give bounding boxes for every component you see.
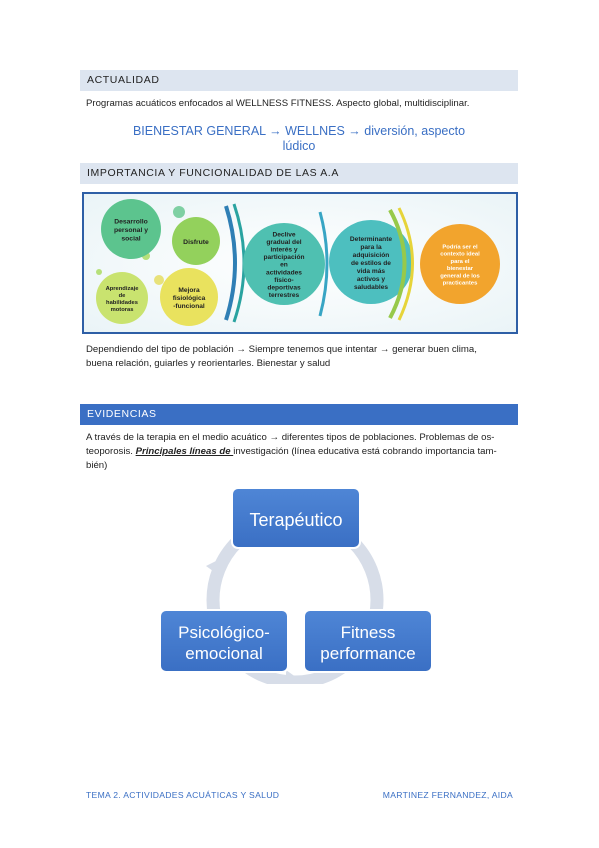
text-line: de [119, 293, 127, 299]
actualidad-text: Programas acuáticos enfocados al WELLNES… [86, 98, 470, 109]
evidencias-text-2: teoporosis. Principales líneas de invest… [86, 445, 512, 459]
divider-arc [224, 205, 237, 321]
text-line: bienestar [447, 266, 474, 272]
footer-right: MARTINEZ FERNANDEZ, AIDA [382, 790, 513, 800]
text-line: en [280, 262, 288, 269]
divider-arc [318, 211, 329, 317]
text-line: Desarrollo [114, 218, 148, 225]
evidencias-text-1: A través de la terapia en el medio acuát… [86, 432, 495, 443]
text-line: Declive [272, 231, 295, 238]
text-line: social [121, 235, 140, 242]
text-line: -funcional [173, 303, 205, 310]
deco-dot [173, 206, 185, 218]
text-line: Determinante [350, 236, 392, 243]
evidencias-text-3: bién) [86, 460, 108, 471]
text-line: interés y [270, 246, 297, 253]
bubble-declive [243, 223, 325, 305]
bubble-disfrute [172, 217, 220, 265]
bubble-mejora [160, 268, 218, 326]
text-line: motoras [111, 307, 134, 313]
text-line: para la [360, 244, 382, 251]
section-header-evidencias: EVIDENCIAS [80, 404, 518, 425]
text-line: contexto ideal [440, 252, 480, 258]
text-line: saludables [354, 284, 388, 291]
footer-left: TEMA 2. ACTIVIDADES ACUÁTICAS Y SALUD [86, 790, 280, 800]
cycle-top-label: Terapéutico [249, 510, 342, 530]
box-fitness [303, 609, 433, 673]
text-line: activos y [357, 276, 386, 283]
text-line: Fitness [341, 623, 396, 642]
deco-dot [96, 269, 102, 275]
text-line: Disfrute [183, 239, 209, 246]
box-psicologico [159, 609, 289, 673]
cycle-arrowhead [286, 670, 300, 684]
divider-arc [388, 209, 407, 319]
cycle-diagram: Terapéutico Fitness performance Psicológi… [159, 487, 433, 684]
text-line: vida más [357, 268, 386, 275]
text-line: Mejora [178, 287, 200, 294]
text-line: performance [320, 644, 415, 663]
cycle-left-label: Psicológico-emocional [178, 623, 270, 663]
bubble-podria [420, 224, 500, 304]
highlight-line-1: BIENESTAR GENERAL → WELLNES → diversión,… [132, 124, 466, 138]
divider-arc [397, 207, 414, 321]
text-line: adquisición [353, 252, 390, 259]
text-line: emocional [185, 644, 263, 663]
importancia-text-2: buena relación, guiarles y reorientarles… [86, 358, 331, 369]
bubble-aprendizaje [96, 272, 148, 324]
text-line: deportivas [267, 284, 301, 291]
cycle-right-label: Fitness performance [320, 623, 415, 663]
bubble-desarrollo [101, 199, 161, 259]
text-line: físico- [274, 277, 293, 284]
evidencias-text-2a: teoporosis. [86, 446, 136, 457]
text-line: Psicológico- [178, 623, 270, 642]
text-line: Aprendizaje [106, 286, 140, 292]
bubble-disfrute-text: Disfrute [183, 239, 209, 246]
text-line: participación [263, 254, 304, 261]
importancia-text-1: Dependiendo del tipo de población → Siem… [86, 344, 477, 355]
text-line: gradual del [266, 239, 301, 246]
evidencias-text-bold: Principales líneas de [135, 446, 234, 457]
text-line: Podría ser el [442, 245, 478, 251]
bubble-determinante [329, 220, 413, 304]
text-line: terrestres [269, 292, 300, 299]
highlight-line-2: lúdico [282, 139, 316, 153]
box-terapeutico [231, 487, 361, 549]
text-line: fisiológica [173, 295, 206, 302]
text-line: general de los [440, 273, 480, 279]
evidencias-text-2b: investigación (línea educativa está cobr… [233, 446, 497, 457]
section-header-actualidad: ACTUALIDAD [80, 70, 518, 91]
section-header-importancia: IMPORTANCIA Y FUNCIONALIDAD DE LAS A.A [80, 163, 518, 184]
text-line: para el [451, 259, 470, 265]
text-line: practicantes [443, 281, 478, 287]
text-line: actividades [266, 269, 302, 276]
text-line: de estilos de [351, 260, 391, 267]
text-line: personal y [114, 227, 148, 234]
deco-dot [154, 275, 164, 285]
cycle-arrowhead [206, 558, 222, 576]
text-line: habilidades [106, 300, 138, 306]
